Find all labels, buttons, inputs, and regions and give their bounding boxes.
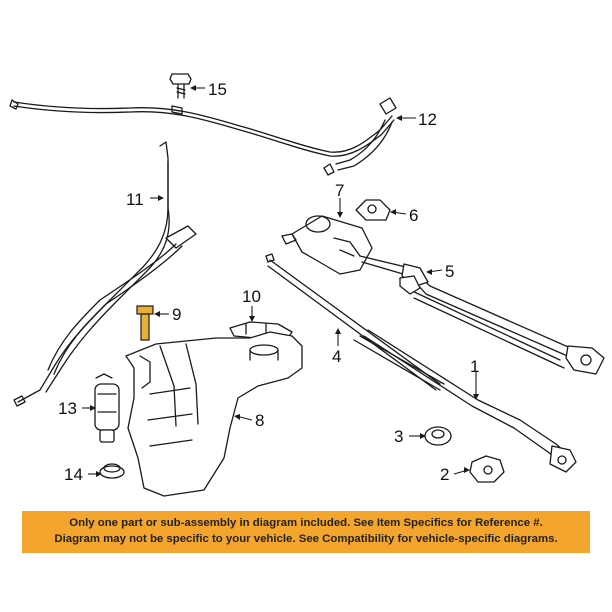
part-5-linkage[interactable] (359, 255, 605, 375)
part-11-washer-hose[interactable] (13, 141, 197, 407)
callout-13: 13 (58, 399, 77, 418)
callout-4: 4 (332, 347, 341, 366)
disclaimer-line-2: Diagram may not be specific to your vehi… (54, 533, 558, 545)
part-14-grommet[interactable] (99, 463, 125, 479)
leader-lines (82, 85, 479, 477)
part-1-wiper-arm[interactable] (363, 329, 577, 473)
disclaimer-banner: Only one part or sub-assembly in diagram… (22, 511, 590, 553)
callout-3: 3 (394, 427, 403, 446)
part-15-bolt[interactable] (169, 73, 192, 99)
callout-15: 15 (208, 80, 227, 99)
callout-1: 1 (470, 357, 479, 376)
callout-14: 14 (64, 465, 83, 484)
disclaimer-line-1: Only one part or sub-assembly in diagram… (69, 517, 543, 529)
callout-9: 9 (172, 305, 181, 324)
callout-8: 8 (255, 411, 264, 430)
callout-5: 5 (445, 262, 454, 281)
callout-11: 11 (126, 190, 144, 209)
part-8-reservoir[interactable] (125, 331, 303, 497)
callout-6: 6 (409, 206, 418, 225)
callout-12: 12 (418, 110, 437, 129)
part-12-washer-hose[interactable] (9, 97, 397, 176)
callout-7: 7 (335, 181, 344, 200)
callout-10: 10 (242, 287, 261, 306)
part-13-washer-pump[interactable] (94, 373, 120, 443)
part-9-bolt[interactable] (136, 305, 154, 341)
callout-2: 2 (440, 465, 449, 484)
part-2-nut-cap[interactable] (469, 455, 505, 483)
part-6-mount[interactable] (355, 199, 391, 221)
part-7-wiper-motor[interactable] (281, 215, 373, 275)
part-3-pivot-cap[interactable] (424, 426, 452, 446)
